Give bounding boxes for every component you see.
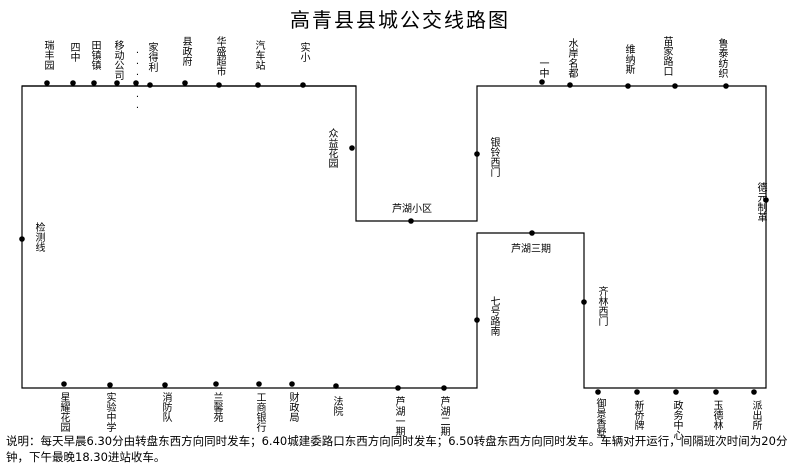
stop-label: 七号路南 bbox=[488, 296, 499, 336]
stop-marker bbox=[763, 197, 769, 203]
stop-label: 维纳斯 bbox=[623, 44, 634, 74]
stop-marker bbox=[581, 299, 587, 305]
stop-marker bbox=[672, 83, 678, 89]
stop-marker bbox=[255, 82, 261, 88]
stop-label: 德元制革 bbox=[755, 182, 766, 222]
stop-label: 检测线 bbox=[33, 222, 44, 252]
stop-marker bbox=[256, 381, 262, 387]
route-line-west bbox=[21, 85, 767, 389]
stop-label: 新侨牌 bbox=[632, 400, 643, 430]
stop-label: 一中 bbox=[537, 58, 548, 78]
stop-label: 芦湖小区 bbox=[392, 204, 432, 215]
stop-marker bbox=[673, 389, 679, 395]
stop-marker bbox=[147, 82, 153, 88]
stop-marker bbox=[713, 389, 719, 395]
stop-marker bbox=[539, 79, 545, 85]
stop-label: 消防队 bbox=[160, 392, 171, 422]
stop-marker bbox=[349, 145, 355, 151]
stop-label: 齐林西门 bbox=[596, 286, 607, 326]
stop-marker bbox=[213, 381, 219, 387]
stop-label: 实小 bbox=[298, 42, 309, 62]
stop-label: 水岸名都 bbox=[566, 38, 577, 78]
stop-marker bbox=[19, 236, 25, 242]
stop-label: 鲁泰纺织 bbox=[716, 38, 727, 78]
stop-label: 银铃西门 bbox=[488, 137, 499, 177]
stop-marker bbox=[182, 80, 188, 86]
stop-marker bbox=[595, 389, 601, 395]
stop-marker bbox=[474, 317, 480, 323]
stop-label: 汽车站 bbox=[253, 40, 264, 70]
stop-marker bbox=[61, 381, 67, 387]
stop-label: 兰馨苑 bbox=[211, 392, 222, 422]
route-note: 说明：每天早晨6.30分由转盘东西方向同时发车；6.40城建委路口东西方向同时发… bbox=[6, 434, 788, 464]
stop-label: 田镇镇 bbox=[89, 40, 100, 70]
stop-marker bbox=[70, 80, 76, 86]
stop-marker bbox=[300, 82, 306, 88]
stop-label: 县政府 bbox=[180, 36, 191, 66]
stop-label: 工商银行 bbox=[254, 392, 265, 432]
stop-label: 政务中心 bbox=[671, 400, 682, 440]
stop-marker bbox=[216, 82, 222, 88]
stop-label: 芦湖一期 bbox=[393, 396, 404, 436]
stop-marker bbox=[289, 381, 295, 387]
stop-marker bbox=[751, 389, 757, 395]
stop-marker bbox=[634, 389, 640, 395]
stop-label: 派出所 bbox=[750, 400, 761, 430]
stop-marker bbox=[529, 230, 535, 236]
stop-marker bbox=[395, 385, 401, 391]
stop-label: 众益花园 bbox=[326, 128, 337, 168]
map-title: 高青县县城公交线路图 bbox=[290, 8, 510, 32]
stop-marker bbox=[333, 383, 339, 389]
stop-label: 实验中学 bbox=[104, 392, 115, 432]
stop-label: 苗家路口 bbox=[661, 36, 672, 76]
stop-marker bbox=[441, 385, 447, 391]
stop-marker bbox=[408, 218, 414, 224]
stop-marker bbox=[114, 80, 120, 86]
stop-label: 芦湖三期 bbox=[511, 244, 551, 255]
stop-marker bbox=[133, 80, 139, 86]
stop-label: 四中 bbox=[68, 42, 79, 62]
stop-label: 御景香墅 bbox=[594, 398, 605, 438]
stop-label: 华盛超市 bbox=[214, 36, 225, 76]
stop-marker bbox=[107, 382, 113, 388]
stop-marker bbox=[625, 83, 631, 89]
stop-label: 星耀花园 bbox=[58, 392, 69, 432]
stop-marker bbox=[162, 382, 168, 388]
stop-label: 财政局 bbox=[287, 392, 298, 422]
stop-marker bbox=[723, 83, 729, 89]
stop-marker bbox=[44, 80, 50, 86]
stop-label: 移动公司 bbox=[112, 40, 123, 80]
stop-label: 瑞丰园 bbox=[42, 40, 53, 70]
stop-marker bbox=[91, 80, 97, 86]
stop-label: ······ bbox=[132, 48, 143, 114]
stop-marker bbox=[474, 151, 480, 157]
stop-label: 法院 bbox=[331, 396, 342, 416]
stop-label: 玉德林 bbox=[711, 400, 722, 430]
stop-marker bbox=[567, 82, 573, 88]
stop-label: 家得利 bbox=[146, 42, 157, 72]
stop-label: 芦湖二期 bbox=[438, 396, 449, 436]
